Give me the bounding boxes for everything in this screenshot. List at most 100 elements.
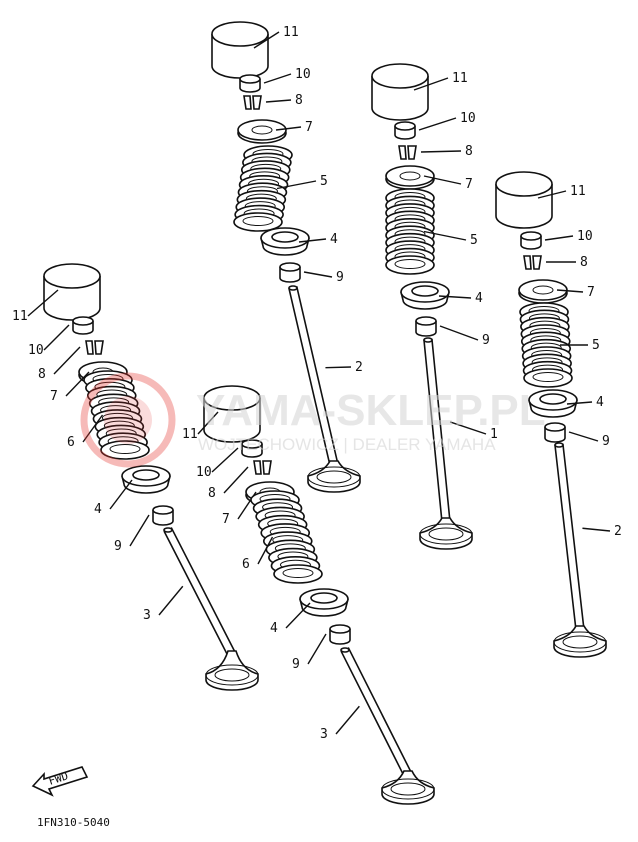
exhaust-right-cotter: 8	[208, 460, 272, 501]
leader-line	[439, 325, 479, 341]
callout-8: 8	[465, 144, 473, 159]
exhaust-right-seal: 9	[292, 624, 351, 672]
intake-mid-seal: 9	[415, 316, 490, 348]
exhaust-left-cover: 11	[12, 263, 101, 324]
leader-line	[423, 230, 467, 241]
parts-layer: 1110875492111087549111108754921110876493…	[12, 21, 622, 805]
intake-left-valve: 2	[288, 285, 363, 493]
leader-line	[257, 536, 274, 565]
callout-4: 4	[270, 621, 278, 636]
intake-right-spring: 5	[519, 302, 600, 388]
callout-11: 11	[182, 427, 198, 442]
exhaust-right-spring: 6	[242, 490, 323, 584]
intake-mid-cotter: 8	[398, 144, 473, 160]
leader-line	[423, 175, 462, 185]
leader-line	[43, 324, 70, 351]
intake-right-cover: 11	[495, 171, 586, 229]
callout-2: 2	[355, 360, 363, 375]
leader-line	[276, 180, 317, 190]
intake-left-cover: 11	[211, 21, 299, 79]
watermark: YAMA-SKLEP.PL WOJTECHOWICZ | DEALER YAMA…	[80, 372, 546, 468]
leader-line	[303, 271, 333, 278]
intake-right-seal: 9	[544, 422, 610, 449]
leader-line	[298, 238, 327, 243]
callout-11: 11	[570, 184, 586, 199]
callout-10: 10	[577, 229, 593, 244]
leader-line	[285, 602, 311, 629]
leader-line	[325, 366, 352, 369]
intake-mid-cover: 11	[371, 63, 468, 121]
leader-line	[413, 77, 449, 91]
leader-line	[53, 346, 81, 375]
assembly-intake-left: 11 10 8 754 9 2	[211, 21, 363, 493]
callout-5: 5	[470, 233, 478, 248]
callout-4: 4	[475, 291, 483, 306]
leader-line	[418, 117, 457, 131]
callout-8: 8	[580, 255, 588, 270]
intake-right-valve: 2	[553, 442, 622, 658]
leader-line	[335, 705, 360, 735]
leader-line	[568, 431, 599, 442]
callout-8: 8	[38, 367, 46, 382]
leader-line	[253, 31, 280, 49]
callout-10: 10	[295, 67, 311, 82]
exhaust-right-shim: 10	[196, 439, 263, 480]
intake-mid-seat: 4	[400, 281, 483, 310]
exhaust-right-valve: 3	[320, 647, 435, 805]
leader-line	[449, 421, 487, 435]
exhaust-left-cotter: 8	[38, 340, 104, 382]
leader-line	[27, 289, 59, 317]
intake-right-seat: 4	[528, 389, 604, 418]
intake-right-shim: 10	[520, 229, 593, 250]
drawing-code: 1FN310-5040	[37, 816, 110, 829]
callout-11: 11	[12, 309, 28, 324]
intake-mid-valve: 1	[419, 337, 498, 550]
callout-9: 9	[114, 539, 122, 554]
fwd-arrow-icon: FWD	[31, 766, 89, 797]
leader-line	[211, 447, 239, 473]
callout-11: 11	[283, 25, 299, 40]
leader-line	[158, 585, 184, 616]
callout-9: 9	[292, 657, 300, 672]
callout-1: 1	[490, 427, 498, 442]
leader-line	[197, 411, 219, 435]
intake-left-seat: 4	[260, 227, 338, 256]
exhaust-left-seat: 4	[94, 465, 171, 517]
intake-left-seal: 9	[279, 262, 344, 285]
leader-line	[307, 633, 327, 665]
exhaust-left-spring: 6	[67, 370, 150, 460]
leader-line	[263, 73, 292, 84]
leader-line	[65, 371, 90, 397]
callout-4: 4	[330, 232, 338, 247]
intake-left-cotter: 8	[243, 93, 303, 110]
leader-line	[265, 99, 292, 103]
leader-line	[556, 289, 584, 293]
exhaust-left-shim: 10	[28, 316, 94, 358]
leader-line	[566, 401, 593, 405]
intake-right-retainer: 7	[518, 279, 595, 304]
leader-line	[544, 235, 574, 241]
callout-7: 7	[50, 389, 58, 404]
exhaust-left-seal: 9	[114, 505, 174, 554]
intake-left-spring: 5	[233, 145, 328, 232]
callout-8: 8	[208, 486, 216, 501]
callout-6: 6	[242, 557, 250, 572]
leader-line	[129, 514, 150, 547]
intake-left-retainer: 7	[237, 119, 313, 144]
leader-line	[109, 479, 133, 510]
leader-line	[537, 190, 567, 199]
leader-line	[438, 295, 472, 299]
leader-line	[82, 414, 104, 443]
intake-right-cotter: 8	[523, 255, 588, 270]
leader-line	[223, 466, 249, 494]
callout-2: 2	[614, 524, 622, 539]
intake-mid-retainer: 7	[385, 165, 473, 192]
intake-mid-spring: 5	[385, 188, 478, 275]
fwd-label: FWD	[47, 769, 70, 788]
callout-11: 11	[452, 71, 468, 86]
callout-4: 4	[596, 395, 604, 410]
